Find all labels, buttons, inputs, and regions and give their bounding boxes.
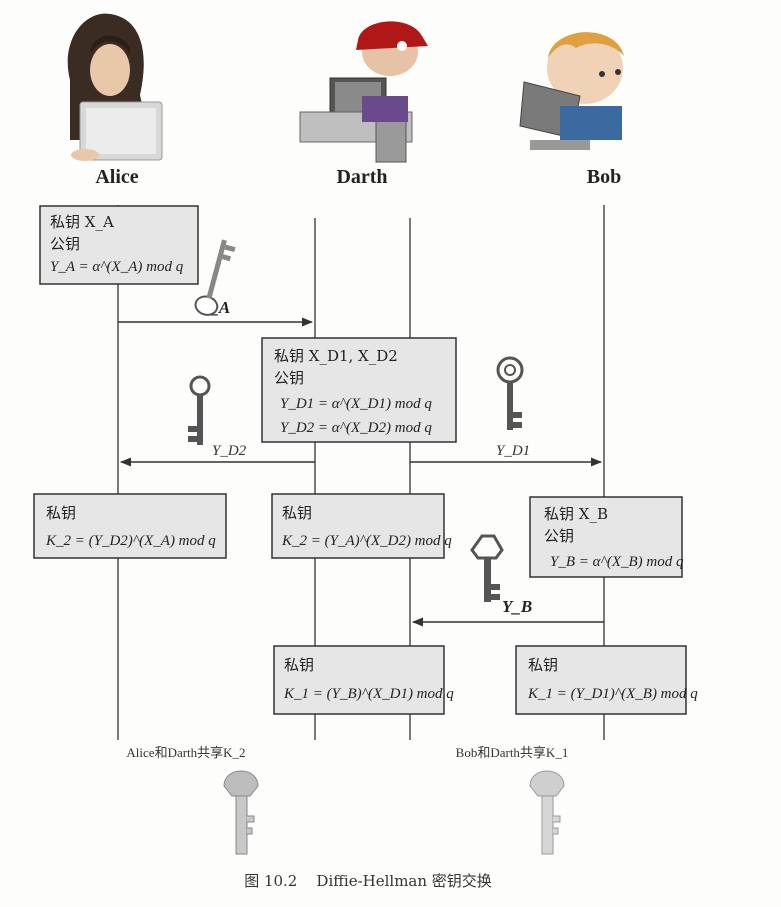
box-alice-keys-line2: 公钥: [50, 235, 80, 253]
box-alice-secret-line2: K_2 = (Y_D2)^(X_A) mod q: [45, 533, 216, 549]
box-darth-keys-line4: Y_D2 = α^(X_D2) mod q: [280, 420, 432, 436]
key-icon: [223, 770, 259, 855]
box-bob-keys-line3: Y_B = α^(X_B) mod q: [550, 554, 684, 570]
msg-label-yd2: Y_D2: [212, 443, 247, 459]
box-darth-keys-line1: 私钥 X_D1, X_D2: [274, 347, 398, 365]
person-bob-icon: [519, 32, 624, 150]
box-alice-secret-line1: 私钥: [46, 504, 76, 522]
key-icon: [188, 375, 211, 445]
shared-label-left: Alice和Darth共享K_2: [126, 745, 245, 760]
key-icon: [529, 770, 565, 855]
box-darth-secret-k1-line2: K_1 = (Y_B)^(X_D1) mod q: [283, 686, 454, 702]
key-icon: [496, 356, 524, 430]
box-bob-secret-line1: 私钥: [528, 656, 558, 674]
box-darth-keys-line3: Y_D1 = α^(X_D1) mod q: [280, 396, 432, 412]
msg-label-yb: Y_B: [502, 597, 532, 616]
shared-label-right: Bob和Darth共享K_1: [456, 745, 569, 760]
figure-caption: 图 10.2 Diffie-Hellman 密钥交换: [244, 872, 492, 890]
box-darth-secret-k1-line1: 私钥: [284, 656, 314, 674]
box-alice-keys-line1: 私钥 X_A: [50, 213, 114, 231]
actor-label-darth: Darth: [336, 166, 387, 188]
person-alice-icon: [67, 13, 163, 161]
box-alice-keys: 私钥 X_A 公钥 Y_A = α^(X_A) mod q: [39, 205, 199, 285]
box-bob-keys-line1: 私钥 X_B: [544, 505, 608, 523]
box-bob-keys: 私钥 X_B 公钥 Y_B = α^(X_B) mod q: [529, 496, 684, 578]
box-alice-secret: 私钥 K_2 = (Y_D2)^(X_A) mod q: [33, 493, 227, 559]
box-darth-keys: 私钥 X_D1, X_D2 公钥 Y_D1 = α^(X_D1) mod q Y…: [261, 337, 457, 443]
box-alice-keys-line3: Y_A = α^(X_A) mod q: [50, 259, 184, 275]
key-icon: [470, 534, 504, 602]
box-bob-keys-line2: 公钥: [544, 527, 574, 545]
key-icon: [194, 239, 236, 316]
msg-label-yd1: Y_D1: [496, 443, 530, 459]
box-darth-keys-line2: 公钥: [274, 369, 304, 387]
actor-label-bob: Bob: [587, 166, 621, 188]
box-bob-secret-line2: K_1 = (Y_D1)^(X_B) mod q: [527, 686, 698, 702]
box-darth-secret-k2-line2: K_2 = (Y_A)^(X_D2) mod q: [281, 533, 452, 549]
box-darth-secret-k2-line1: 私钥: [282, 504, 312, 522]
actor-label-alice: Alice: [95, 166, 138, 188]
box-darth-secret-k1: 私钥 K_1 = (Y_B)^(X_D1) mod q: [273, 645, 454, 715]
box-bob-secret: 私钥 K_1 = (Y_D1)^(X_B) mod q: [515, 645, 698, 715]
box-darth-secret-k2: 私钥 K_2 = (Y_A)^(X_D2) mod q: [271, 493, 452, 559]
person-darth-icon: [299, 21, 428, 163]
